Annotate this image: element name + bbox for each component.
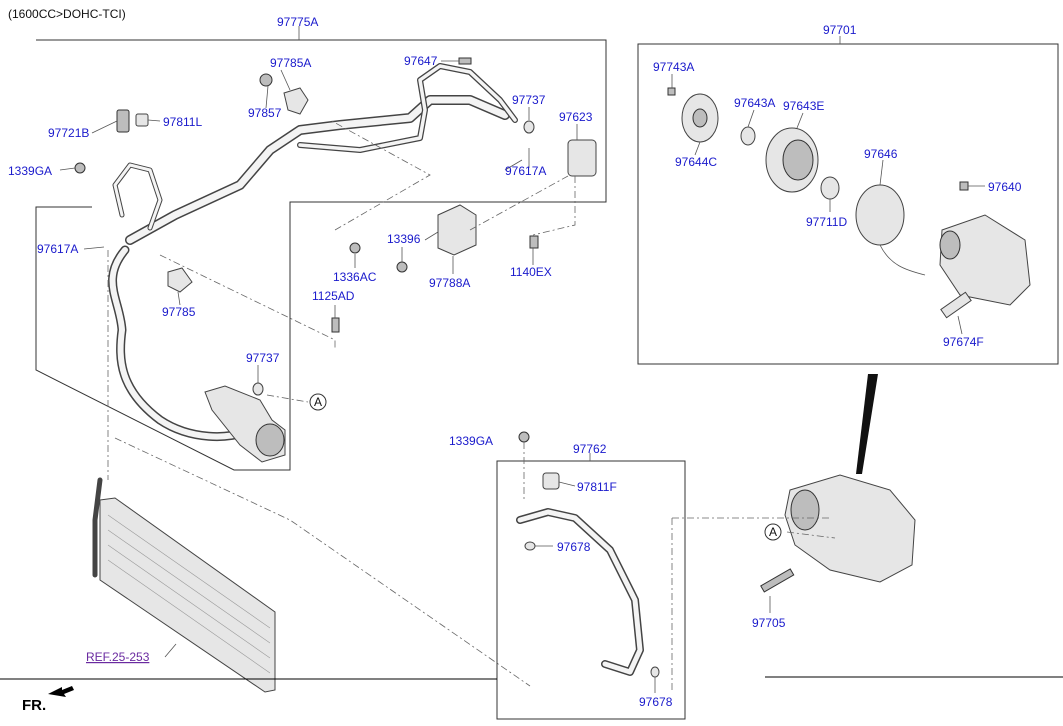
label-97857[interactable]: 97857	[248, 106, 282, 120]
label-1339ga-b[interactable]: 1339GA	[449, 434, 493, 448]
marker-a-upper	[309, 393, 327, 411]
label-1336ac[interactable]: 1336AC	[333, 270, 377, 284]
label-13396[interactable]: 13396	[387, 232, 421, 246]
marker-a-upper-label: A	[314, 395, 322, 409]
condenser	[99, 497, 276, 693]
condenser-fins	[107, 514, 271, 674]
pulley-bearing	[782, 139, 814, 181]
label-97743a[interactable]: 97743A	[653, 60, 694, 74]
compressor-body	[939, 214, 1031, 306]
o-ring-97737	[523, 120, 535, 134]
bolt-97640	[959, 181, 969, 191]
small-line-left	[112, 162, 163, 231]
label-97762[interactable]: 97762	[573, 442, 607, 456]
hose-clip	[283, 87, 309, 115]
nut-1336ac	[349, 242, 361, 254]
discharge-hose	[108, 245, 255, 442]
hose-fitting-port	[255, 423, 285, 457]
label-97785a[interactable]: 97785A	[270, 56, 311, 70]
label-97643a[interactable]: 97643A	[734, 96, 775, 110]
snap-ring-97643a	[740, 126, 756, 146]
callout-pointer	[856, 374, 878, 474]
bolt-1339ga	[74, 162, 86, 174]
label-97646[interactable]: 97646	[864, 147, 898, 161]
label-97737-b[interactable]: 97737	[246, 351, 280, 365]
label-1140ex[interactable]: 1140EX	[510, 265, 552, 279]
field-coil	[855, 184, 905, 246]
snap-ring-97711d	[820, 176, 840, 200]
label-97644c[interactable]: 97644C	[675, 155, 717, 169]
suction-hose	[516, 508, 644, 676]
grommet	[167, 267, 193, 293]
label-97701[interactable]: 97701	[823, 23, 857, 37]
bolt-1140ex	[529, 235, 539, 249]
label-97617a-a[interactable]: 97617A	[505, 164, 546, 178]
clutch-hub	[692, 108, 708, 128]
label-97721b[interactable]: 97721B	[48, 126, 89, 140]
nut-13396	[396, 261, 408, 273]
label-97647[interactable]: 97647	[404, 54, 438, 68]
cap-97811f	[542, 472, 560, 490]
label-97640[interactable]: 97640	[988, 180, 1022, 194]
pressure-switch	[940, 291, 972, 319]
bolt-97743a	[667, 87, 676, 96]
sensor-cap	[135, 113, 149, 127]
label-97678-a[interactable]: 97678	[557, 540, 591, 554]
bolt-97705	[760, 568, 795, 593]
compressor-kit-box	[637, 43, 1059, 365]
ref-link[interactable]: REF.25-253	[86, 650, 150, 664]
label-1339ga-a[interactable]: 1339GA	[8, 164, 52, 178]
front-arrow-icon	[48, 686, 74, 697]
main-hose-upper	[125, 95, 510, 245]
hose-assembly-box	[35, 39, 607, 471]
label-97811f[interactable]: 97811F	[577, 480, 617, 494]
o-ring-97678-a	[524, 541, 536, 551]
o-ring-97678-b	[650, 666, 660, 678]
label-97623[interactable]: 97623	[559, 110, 593, 124]
marker-a-lower	[764, 523, 782, 541]
pressure-sensor	[116, 109, 130, 133]
label-97711d[interactable]: 97711D	[806, 215, 847, 229]
o-ring-97737-b	[252, 382, 264, 396]
clip-nut	[259, 73, 273, 87]
suction-hose-box	[496, 460, 686, 720]
label-97643e[interactable]: 97643E	[783, 99, 824, 113]
bracket	[437, 204, 477, 256]
front-label: FR.	[22, 697, 46, 714]
marker-a-lower-label: A	[769, 525, 777, 539]
label-97811l[interactable]: 97811L	[163, 115, 202, 129]
liquid-pipe	[297, 63, 518, 153]
label-97674f[interactable]: 97674F	[943, 335, 984, 349]
compressor-front	[939, 230, 961, 260]
label-1125ad[interactable]: 1125AD	[312, 289, 355, 303]
label-97785[interactable]: 97785	[162, 305, 196, 319]
compressor-assembly-front	[790, 489, 820, 531]
receiver-drier	[567, 139, 597, 177]
label-97788a[interactable]: 97788A	[429, 276, 470, 290]
label-97617a-b[interactable]: 97617A	[37, 242, 78, 256]
label-97705[interactable]: 97705	[752, 616, 786, 630]
label-97678-b[interactable]: 97678	[639, 695, 673, 709]
label-97775a[interactable]: 97775A	[277, 15, 318, 29]
label-97737-a[interactable]: 97737	[512, 93, 546, 107]
condenser-pipe	[92, 477, 103, 578]
bolt-1339ga-b	[518, 431, 530, 443]
bolt-97647	[458, 57, 472, 65]
engine-variant-label: (1600CC>DOHC-TCI)	[8, 7, 126, 21]
bolt-1125ad	[331, 317, 340, 333]
